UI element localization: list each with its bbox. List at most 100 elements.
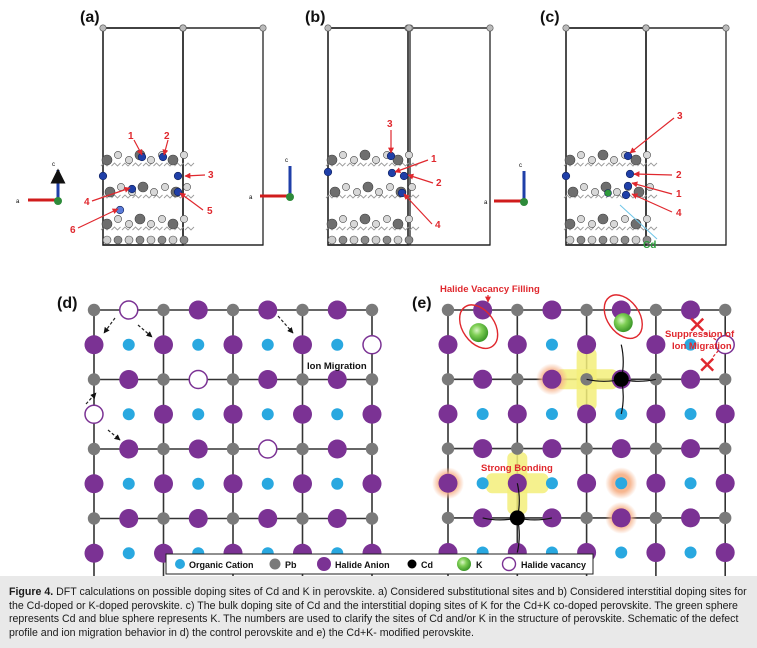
dopant-site <box>323 167 333 177</box>
pb-atom <box>486 24 494 32</box>
halide-anion <box>119 370 139 389</box>
dopant-site <box>621 190 631 200</box>
halide-anion <box>223 474 243 494</box>
halide-anion <box>646 543 666 563</box>
site-label: 3 <box>208 170 214 181</box>
halide-atom <box>134 213 146 225</box>
halide-atom <box>353 188 361 196</box>
organic-chain <box>378 162 388 167</box>
axis-label-a: a <box>249 195 253 201</box>
halide-atom <box>167 218 179 230</box>
pb-atom <box>327 235 337 245</box>
suppression-label-line2: Ion Migration <box>672 341 732 352</box>
organic-chain <box>121 226 132 231</box>
organic-chain <box>132 162 142 167</box>
halide-anion <box>293 335 312 355</box>
organic-chain <box>616 162 626 167</box>
organic-chain <box>605 162 616 167</box>
halide-atom <box>125 156 133 164</box>
halide-atom <box>392 218 404 230</box>
halide-anion <box>84 543 104 563</box>
pb-atom <box>259 24 267 32</box>
pb-atom <box>642 24 650 32</box>
organic-chain <box>647 194 658 199</box>
halide-atom <box>183 183 191 191</box>
halide-anion <box>681 508 701 528</box>
halide-atom <box>580 183 588 191</box>
organic-chain <box>574 194 584 199</box>
organic-cation <box>331 408 344 421</box>
figure-canvas: (a) (b) (c) c a c a c a 1 2 3 4 5 6 <box>16 9 735 576</box>
panel-label-c: (c) <box>540 9 560 26</box>
organic-chain <box>647 226 658 231</box>
dopant-site <box>604 189 612 197</box>
lattice-e <box>432 294 735 576</box>
pb-atom <box>580 303 593 317</box>
halide-atom <box>114 151 122 159</box>
pb-atom <box>722 24 730 32</box>
organic-cation <box>261 338 274 351</box>
organic-chain <box>378 194 388 199</box>
halide-atom <box>643 151 651 159</box>
organic-cation <box>122 477 135 490</box>
halide-anion <box>258 300 278 320</box>
pb-atom <box>393 235 403 245</box>
halide-anion <box>473 300 493 320</box>
site-label: 6 <box>70 225 76 236</box>
halide-anion <box>84 335 104 355</box>
k-dopant <box>469 323 489 343</box>
halide-anion <box>84 474 104 494</box>
cell-front-frame <box>327 27 409 246</box>
pb-atom <box>576 235 586 245</box>
organic-chain <box>153 226 163 231</box>
dopant-site <box>623 151 633 161</box>
organic-chain <box>346 226 357 231</box>
organic-cation <box>684 477 697 490</box>
halide-anion <box>715 473 735 493</box>
organic-chain <box>378 226 388 231</box>
halide-anion <box>646 404 666 424</box>
halide-atom <box>339 151 347 159</box>
halide-anion <box>577 335 597 355</box>
halide-atom <box>180 151 188 159</box>
organic-cation <box>122 338 135 351</box>
pb-atom <box>565 235 575 245</box>
halide-anion <box>293 404 312 424</box>
dopant-site <box>127 184 137 194</box>
halide-anion <box>473 369 493 389</box>
halide-atom <box>567 186 579 198</box>
strong-bonding-label: Strong Bonding <box>481 463 553 474</box>
halide-anion <box>327 300 347 320</box>
halide-atom <box>167 154 179 166</box>
halide-anion <box>646 335 666 355</box>
legend-organic-cation: Organic Cation <box>189 560 254 570</box>
halide-anion <box>715 404 735 424</box>
figure-caption: Figure 4. DFT calculations on possible d… <box>9 586 749 640</box>
halide-anion <box>188 439 208 459</box>
axis-triad-b: c a <box>249 158 294 201</box>
halide-anion <box>119 509 139 528</box>
pb-atom <box>113 235 123 245</box>
pb-atom <box>719 303 732 317</box>
halide-anion <box>188 509 208 528</box>
pb-atom <box>179 24 187 32</box>
pb-atom <box>135 235 145 245</box>
block-cross <box>700 357 715 372</box>
suppression-label-line1: Suppression of <box>665 329 735 340</box>
halide-atom <box>359 149 371 161</box>
migration-arrows-d <box>85 315 294 441</box>
organic-chain <box>399 226 409 231</box>
halide-anion <box>327 370 347 389</box>
organic-chain <box>637 162 647 167</box>
organic-chain <box>616 226 626 231</box>
halide-atom <box>564 154 576 166</box>
organic-cation <box>545 338 558 351</box>
site-label: 4 <box>435 220 441 231</box>
organic-chain <box>132 226 142 231</box>
panel-label-a: (a) <box>80 9 100 26</box>
pb-atom <box>296 373 309 386</box>
organic-chain <box>346 162 357 167</box>
organic-chain <box>357 162 367 167</box>
block-cross <box>690 317 705 332</box>
pb-atom <box>349 235 359 245</box>
